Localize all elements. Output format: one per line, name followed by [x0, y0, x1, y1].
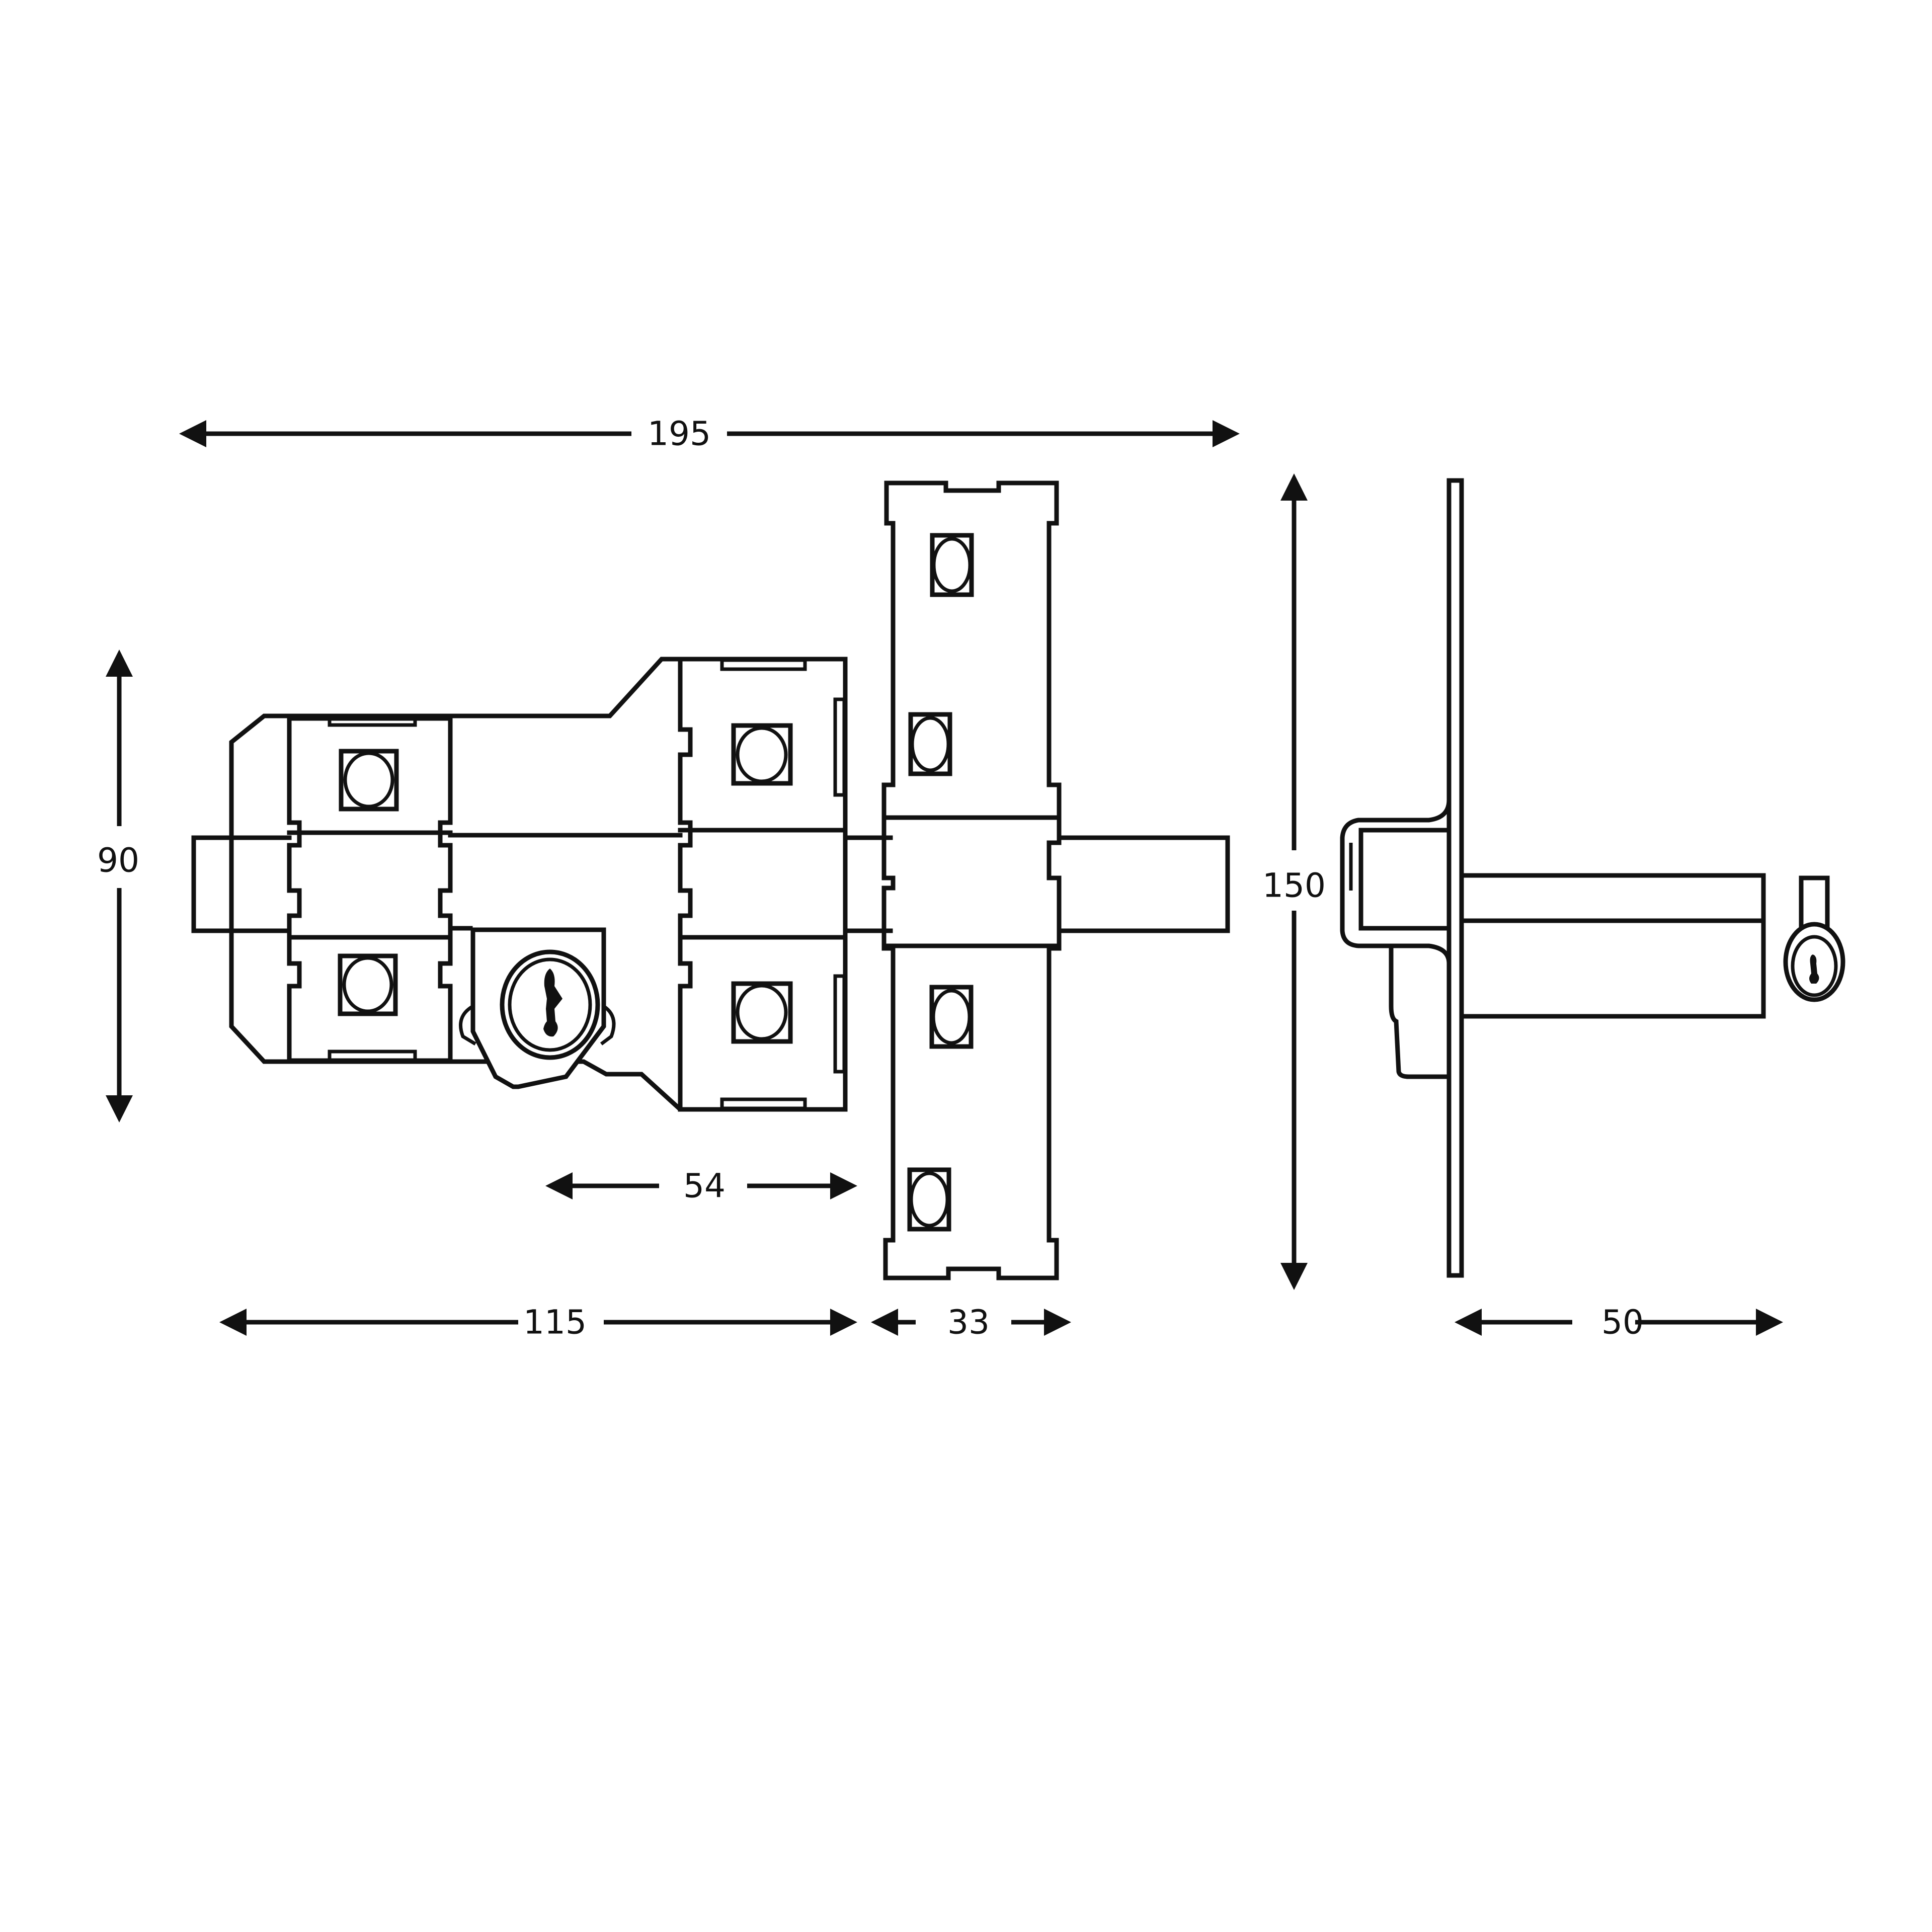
- dimension-body-length: 115: [219, 1303, 857, 1342]
- bolt-extension: [1057, 835, 1230, 933]
- slot: [833, 974, 846, 1074]
- side-view: [1340, 478, 1845, 1278]
- dimension-keeper-width: 33: [871, 1303, 1071, 1342]
- keyhole-icon: [543, 969, 562, 1037]
- bolt-end: [1358, 828, 1452, 931]
- dimension-label: 90: [97, 841, 139, 880]
- body-housing-side: [1389, 943, 1452, 1079]
- slot: [720, 1097, 807, 1110]
- keeper-plate-side: [1446, 478, 1464, 1278]
- dimension-cylinder-to-keeper: 54: [545, 1167, 857, 1205]
- keeper-channel: [1340, 797, 1452, 966]
- slot: [328, 1050, 417, 1063]
- keyhole-icon: [1809, 954, 1819, 984]
- dimension-label: 54: [683, 1167, 726, 1205]
- slot: [833, 697, 846, 797]
- screw-hole: [908, 712, 952, 776]
- screw-hole: [929, 985, 974, 1049]
- screw-hole: [731, 981, 793, 1044]
- cylinder-ring-inner: [508, 957, 592, 1052]
- dimension-label: 33: [947, 1303, 990, 1342]
- dimension-label: 50: [1601, 1303, 1644, 1342]
- slot: [328, 714, 417, 727]
- dimension-label: 150: [1262, 866, 1326, 905]
- screw-hole: [731, 723, 793, 786]
- dimension-keeper-height: 150: [1262, 473, 1326, 1290]
- screw-hole: [339, 749, 399, 812]
- front-view: [191, 480, 1230, 1280]
- cylinder-ring-outer: [500, 949, 600, 1060]
- dimension-label: 115: [523, 1303, 587, 1342]
- cylinder-housing: [459, 927, 616, 1089]
- bolt-projection: [1459, 873, 1766, 1019]
- bolt-bar: [191, 833, 893, 933]
- keeper-plate: [881, 480, 1062, 1280]
- screw-hole: [338, 953, 398, 1016]
- dimension-projection-depth: 50: [1455, 1303, 1783, 1342]
- dimension-label: 195: [648, 415, 711, 453]
- dimension-overall-width: 195: [179, 415, 1240, 453]
- body-segment-left: [287, 716, 453, 1063]
- screw-hole: [930, 533, 974, 597]
- screw-hole: [907, 1167, 951, 1232]
- body-segment-right: [678, 657, 848, 1112]
- cylinder-end: [1783, 875, 1845, 1002]
- slot: [720, 658, 807, 671]
- dimension-body-height: 90: [97, 650, 139, 1122]
